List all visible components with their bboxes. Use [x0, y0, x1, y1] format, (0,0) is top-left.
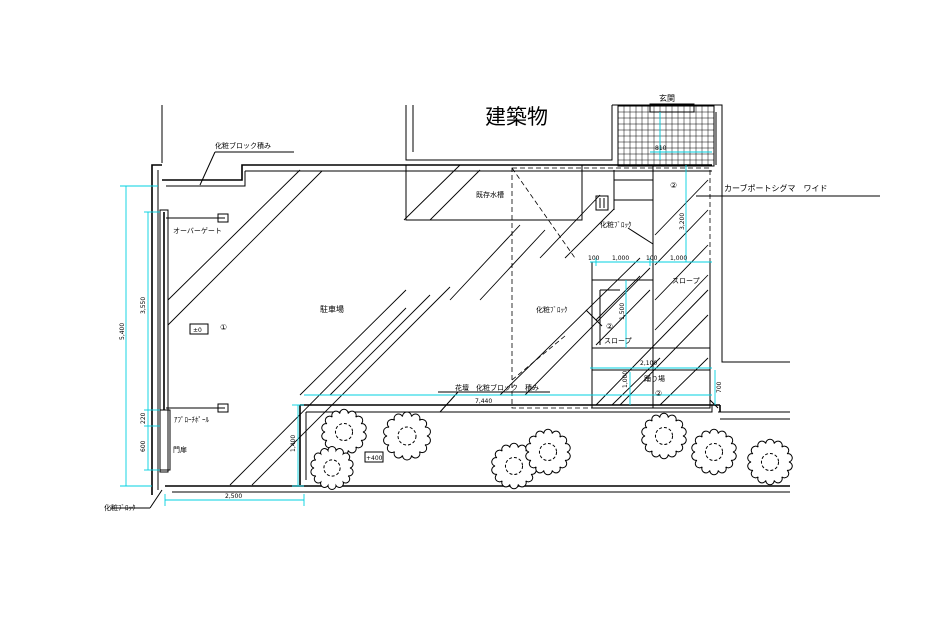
tree-inner [323, 459, 341, 477]
dim-1500: 1,500 [619, 303, 626, 320]
parking-hatch [167, 164, 651, 486]
dim-2100: 2,100 [640, 360, 657, 367]
zone-2-marker-bottom: ② [655, 389, 662, 398]
dim-planter-height: 1,400 [290, 435, 297, 452]
tree-inner [397, 426, 417, 446]
block-stack-label: 化粧ブロック積み [215, 141, 271, 150]
slope-lower-label: スロープ [604, 337, 632, 345]
dimension-lines [120, 112, 716, 506]
dim-1000-c: 1,000 [622, 371, 629, 388]
tree-inner [538, 442, 558, 462]
zone-2-marker-top: ② [670, 181, 677, 190]
gate-post-label: 門扉 [173, 445, 187, 454]
dim-wall-length: 7,440 [475, 398, 492, 405]
dim-gate-height: 3,550 [140, 297, 147, 314]
parking-label: 駐車場 [320, 304, 344, 314]
building-label: 建築物 [485, 105, 548, 129]
entrance-label: 玄関 [659, 93, 675, 103]
dim-220: 220 [140, 412, 147, 424]
tree-inner [504, 456, 524, 476]
dim-bottom-width: 2,500 [225, 493, 242, 500]
zone-1-marker: ① [220, 323, 227, 332]
tree-inner [334, 422, 354, 442]
building-outline [161, 104, 790, 363]
tree-inner [760, 452, 780, 472]
planter-wall-label: 花壇 化粧ブロック 積み [455, 383, 539, 392]
existing-tank-label: 既存水槽 [476, 190, 504, 199]
block-mid-label: 化粧ﾌﾞﾛｯｸ [536, 305, 568, 314]
dim-total-height: 5,400 [119, 323, 126, 340]
slope-area [591, 165, 880, 409]
block-left-label: 化粧ﾌﾞﾛｯｸ [104, 503, 136, 512]
dim-3200: 3,200 [679, 213, 686, 230]
level-400-label: +400 [366, 455, 383, 462]
entrance-tiles [617, 103, 715, 167]
carport-label: カーブポートシグマ ワイド [724, 183, 828, 193]
tree-inner [654, 426, 674, 446]
approach-pole-label: ｱﾌﾟﾛｰﾁﾎﾟｰﾙ [174, 416, 209, 424]
landing-label: 踊り場 [644, 374, 665, 383]
slope-upper-label: スロープ [672, 277, 700, 285]
existing-tank [405, 164, 583, 221]
dim-100-a: 100 [588, 255, 600, 262]
planter-wall [110, 151, 790, 509]
trees [310, 408, 793, 490]
over-gate-label: オーバーゲート [173, 226, 222, 235]
dim-600: 600 [140, 440, 147, 452]
dim-700: 700 [716, 381, 723, 393]
block-top-label: 化粧ﾌﾞﾛｯｸ [600, 220, 632, 229]
dim-1000-a: 1,000 [612, 255, 629, 262]
carport-outline [511, 167, 711, 409]
parking-borders [151, 164, 712, 495]
level-0-label: ±0 [193, 327, 202, 334]
dim-810: 810 [655, 145, 667, 152]
zone-2-marker-mid: ② [606, 322, 613, 331]
tree-inner [704, 442, 724, 462]
dim-100-b: 100 [646, 255, 658, 262]
dim-1000-b: 1,000 [670, 255, 687, 262]
